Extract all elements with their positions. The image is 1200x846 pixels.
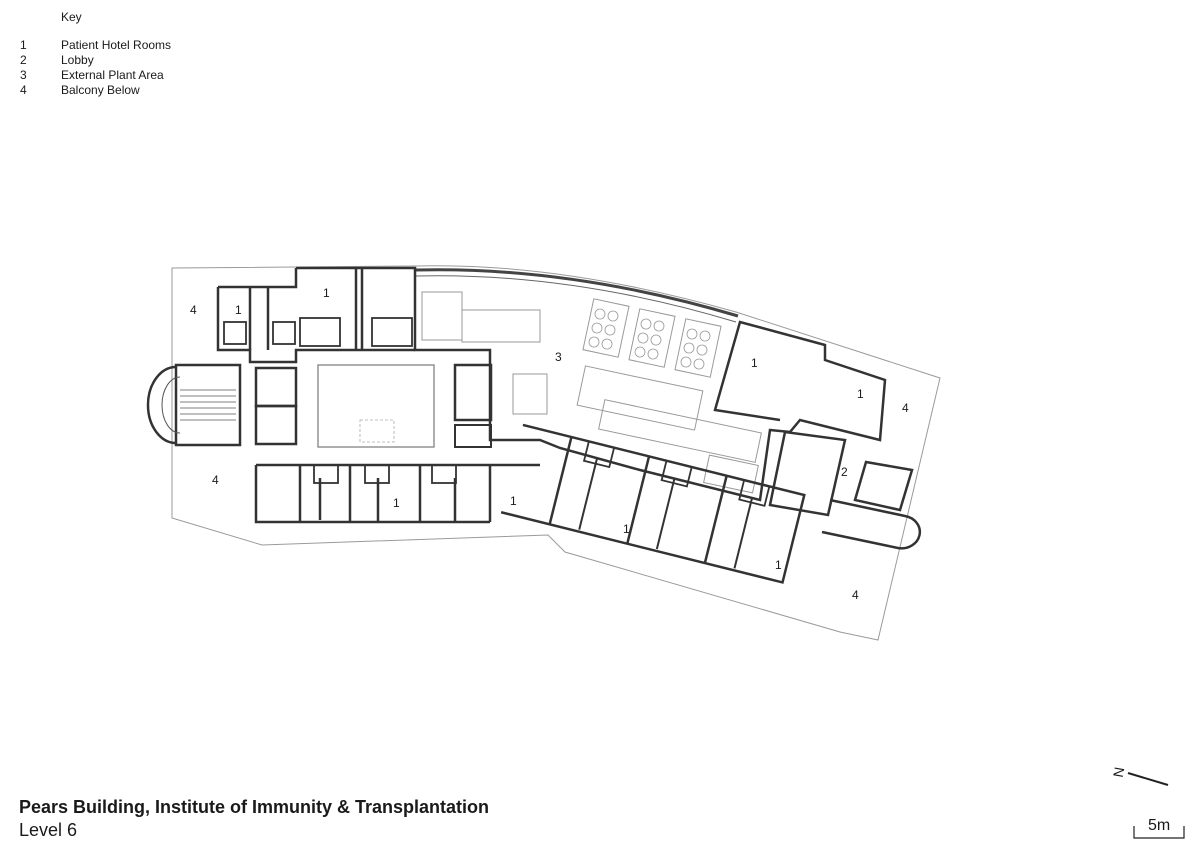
drawing-title: Pears Building, Institute of Immunity & … — [19, 797, 490, 817]
room-label: 3 — [555, 350, 562, 364]
balcony-outline — [171, 265, 941, 641]
curved-facade — [414, 268, 739, 318]
stair-treads-west — [180, 389, 236, 421]
scale-label: 5m — [1148, 817, 1171, 834]
room-label: 1 — [775, 558, 782, 572]
legend-label: Patient Hotel Rooms — [61, 38, 172, 52]
legend-number: 4 — [20, 83, 27, 97]
plant-equipment — [421, 291, 762, 494]
legend-item: 2 Lobby — [20, 53, 171, 68]
north-bathroom-pods — [223, 317, 413, 347]
east-lobby-walls — [768, 430, 847, 517]
atrium-inner — [359, 419, 395, 443]
atrium-void — [317, 364, 435, 448]
east-stair-run — [821, 498, 922, 550]
lift-core-2 — [254, 404, 298, 446]
room-label: 1 — [623, 522, 630, 536]
room-label: 1 — [235, 303, 242, 317]
room-label: 1 — [857, 387, 864, 401]
north-wall — [216, 268, 415, 364]
legend-item: 1 Patient Hotel Rooms — [20, 38, 171, 53]
service-riser — [453, 363, 493, 422]
lift-core-1 — [254, 366, 298, 408]
legend-label: Balcony Below — [61, 83, 140, 97]
room-label: 1 — [393, 496, 400, 510]
room-label: 1 — [510, 494, 517, 508]
legend-item: 4 Balcony Below — [20, 83, 171, 98]
drawing-subtitle: Level 6 — [19, 820, 78, 840]
north-arrow: N — [1110, 766, 1169, 786]
legend-label: External Plant Area — [61, 68, 164, 82]
legend-label: Lobby — [61, 53, 94, 67]
scale-bar — [1133, 826, 1185, 839]
curved-facade-inner — [414, 275, 737, 323]
south-corridor-wall — [254, 463, 540, 524]
room-labels: 1 1 1 1 1 1 1 1 1 2 3 4 4 4 4 — [190, 286, 909, 602]
room-label: 2 — [841, 465, 848, 479]
legend-number: 2 — [20, 53, 27, 67]
legend-number: 3 — [20, 68, 27, 82]
legend: Key 1 Patient Hotel Rooms 2 Lobby 3 Exte… — [20, 10, 171, 98]
south-bathroom-pods — [313, 464, 457, 484]
east-block — [500, 423, 806, 584]
service-riser-2 — [454, 424, 492, 448]
stair-semicircle-west — [146, 365, 177, 445]
legend-title: Key — [61, 10, 82, 24]
legend-item: 3 External Plant Area — [20, 68, 171, 83]
room-label: 4 — [190, 303, 197, 317]
legend-number: 1 — [20, 38, 27, 52]
north-label: N — [1110, 766, 1128, 779]
chiller-units — [582, 298, 722, 378]
left-block-walls — [296, 266, 887, 502]
room-label: 4 — [902, 401, 909, 415]
room-label: 4 — [852, 588, 859, 602]
stair-semicircle-west-inner — [161, 376, 181, 434]
room-label: 1 — [751, 356, 758, 370]
room-label: 4 — [212, 473, 219, 487]
chiller-fans — [588, 308, 711, 370]
east-stair-walls — [853, 460, 914, 512]
room-label: 1 — [323, 286, 330, 300]
west-wall — [174, 363, 242, 447]
south-room-partitions — [298, 465, 492, 522]
north-room-partitions — [248, 268, 364, 350]
